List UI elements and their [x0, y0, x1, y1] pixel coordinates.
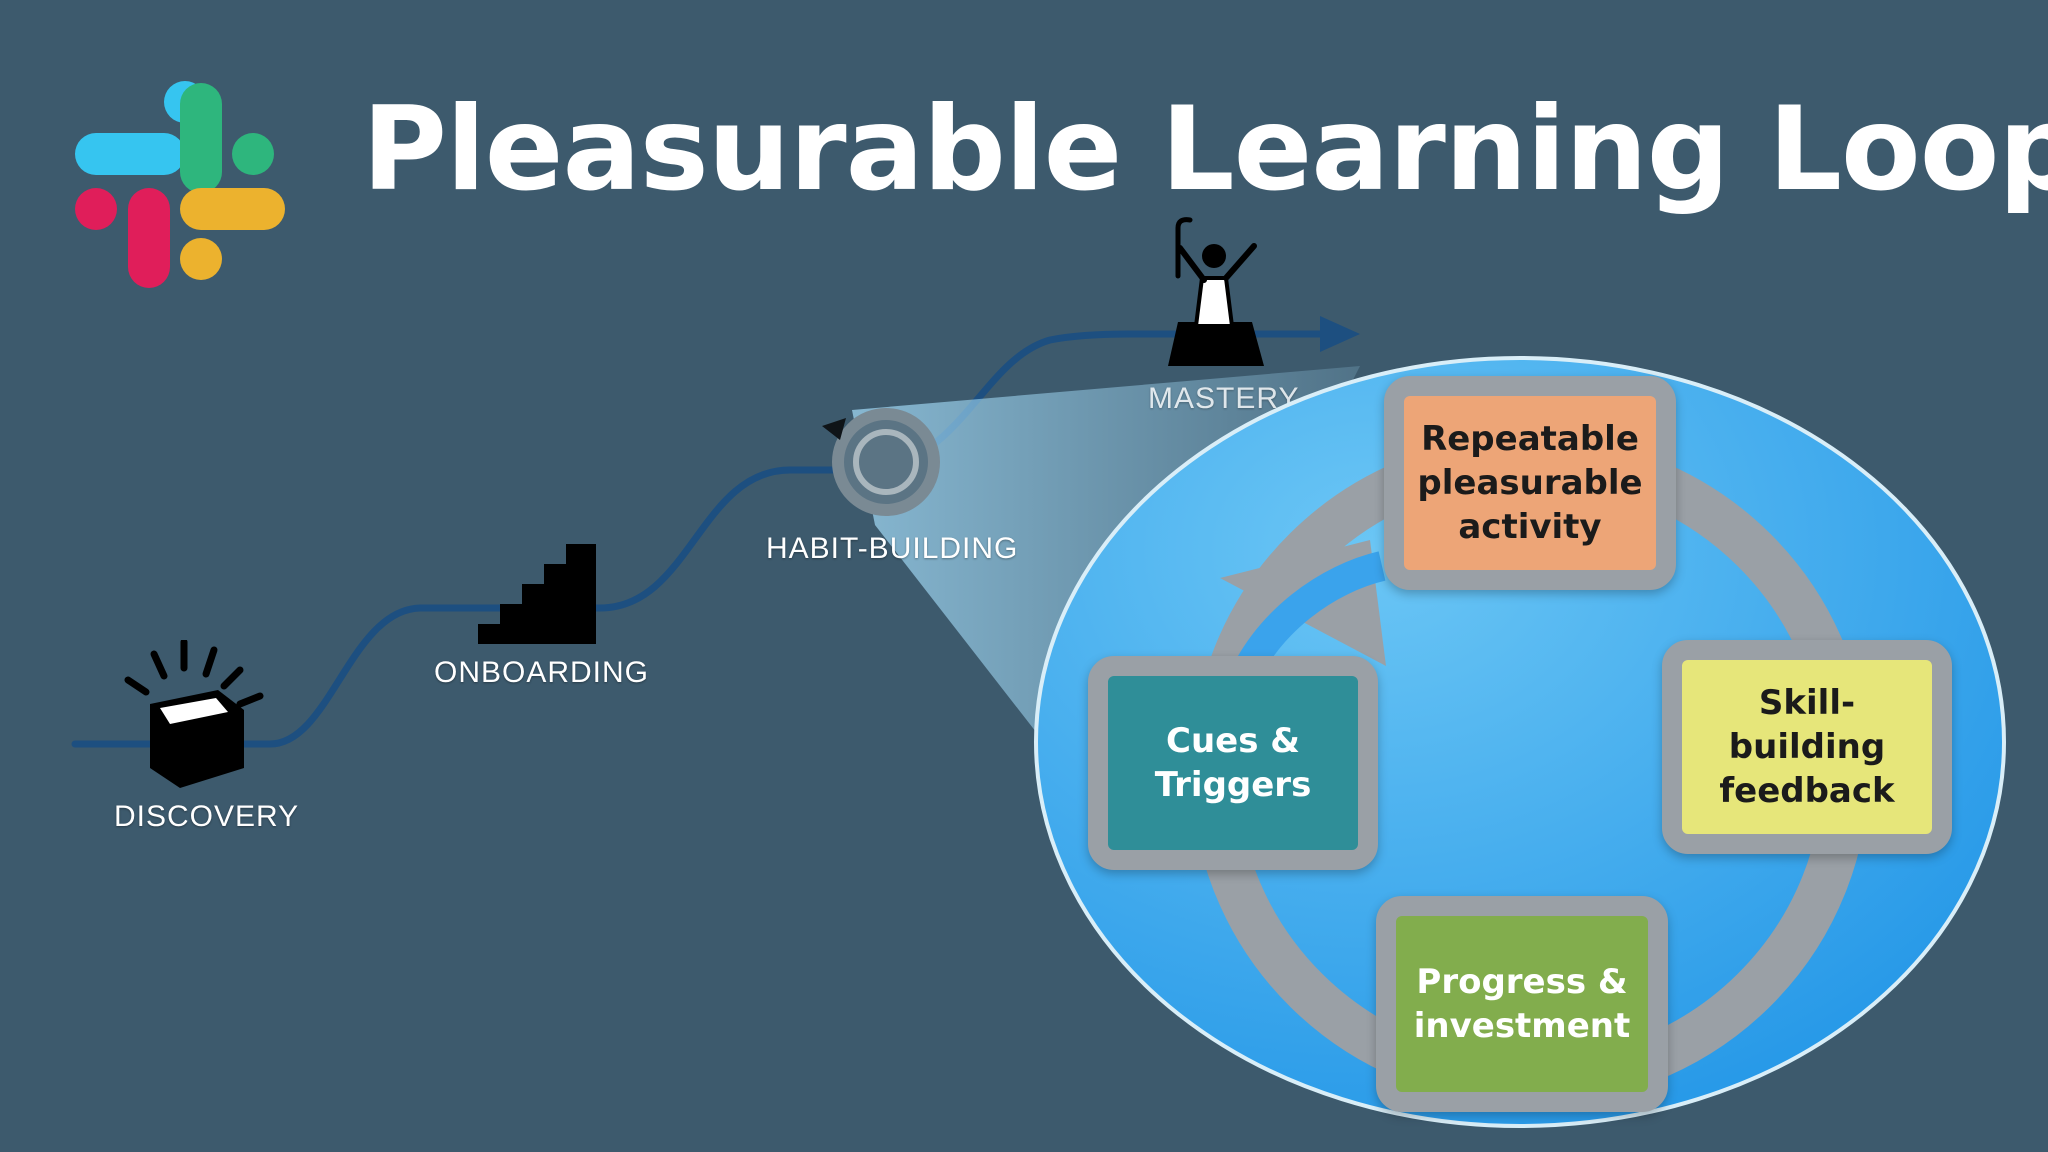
- loop-step-cues-triggers: Cues & Triggers: [1088, 656, 1378, 870]
- loop-step-label: Repeatable pleasurable activity: [1417, 418, 1643, 548]
- page-title: Pleasurable Learning Loop: [362, 82, 2048, 217]
- loop-step-progress-investment: Progress & investment: [1376, 896, 1668, 1112]
- stage-label-onboarding: ONBOARDING: [434, 656, 650, 689]
- stage-label-discovery: DISCOVERY: [114, 800, 300, 833]
- open-box-icon: [124, 640, 264, 788]
- staircase-icon: [478, 544, 596, 644]
- slack-logo-icon: [75, 81, 285, 288]
- summit-figure-icon: [1168, 217, 1264, 366]
- stage-label-habit-building: HABIT-BUILDING: [766, 532, 1019, 565]
- loop-step-label: Cues & Triggers: [1154, 720, 1312, 805]
- loop-icon: [822, 408, 940, 516]
- loop-step-repeatable-activity: Repeatable pleasurable activity: [1384, 376, 1676, 590]
- loop-step-label: Skill-building feedback: [1719, 682, 1895, 812]
- loop-step-skill-feedback: Skill-building feedback: [1662, 640, 1952, 854]
- loop-step-label: Progress & investment: [1413, 961, 1631, 1046]
